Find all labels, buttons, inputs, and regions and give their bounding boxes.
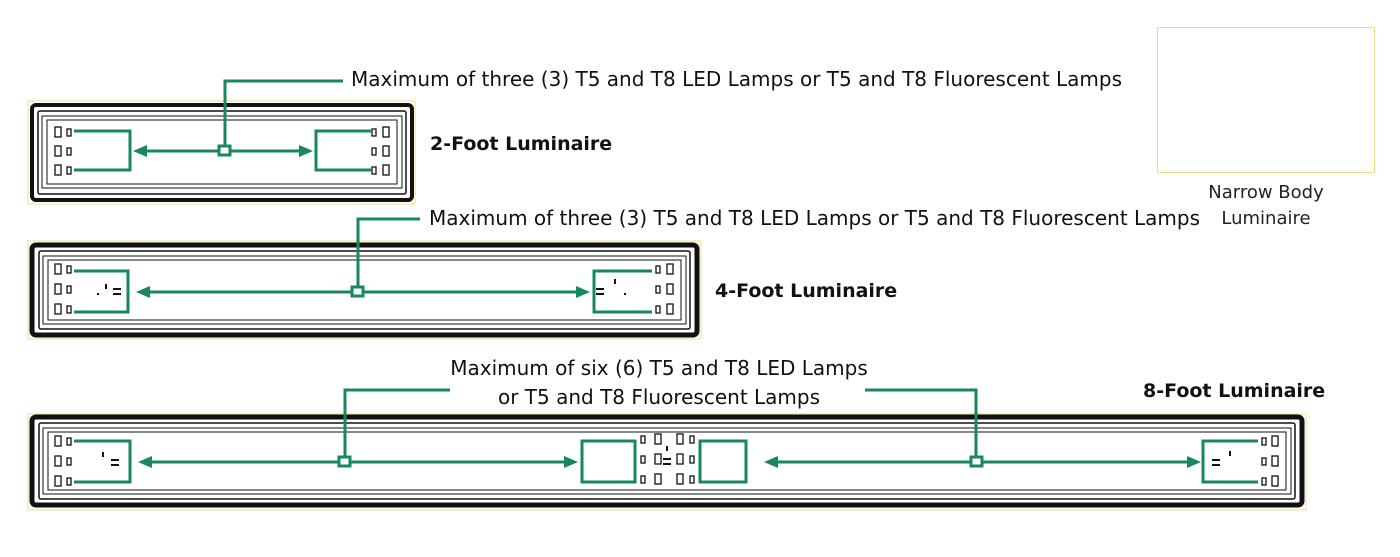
callout-8ft-line2: or T5 and T8 Fluorescent Lamps [497, 385, 821, 409]
photo-frame [1157, 27, 1375, 173]
title-4ft: 4-Foot Luminaire [715, 280, 898, 302]
luminaire-2ft [27, 79, 416, 205]
luminaire-4ft [27, 217, 702, 340]
photo-caption-line2: Luminaire [1221, 208, 1311, 229]
luminaire-8ft [27, 388, 1307, 511]
callout-2ft: Maximum of three (3) T5 and T8 LED Lamps… [351, 67, 1123, 91]
callout-8ft: Maximum of six (6) T5 and T8 LED Lamps o… [450, 354, 868, 412]
photo-caption-line1: Narrow Body [1208, 182, 1324, 203]
callout-4ft: Maximum of three (3) T5 and T8 LED Lamps… [429, 206, 1201, 230]
callout-8ft-line1: Maximum of six (6) T5 and T8 LED Lamps [450, 356, 868, 380]
photo-caption: Narrow Body Luminaire [1157, 180, 1375, 232]
title-2ft: 2-Foot Luminaire [430, 133, 613, 155]
title-8ft: 8-Foot Luminaire [1143, 380, 1326, 402]
